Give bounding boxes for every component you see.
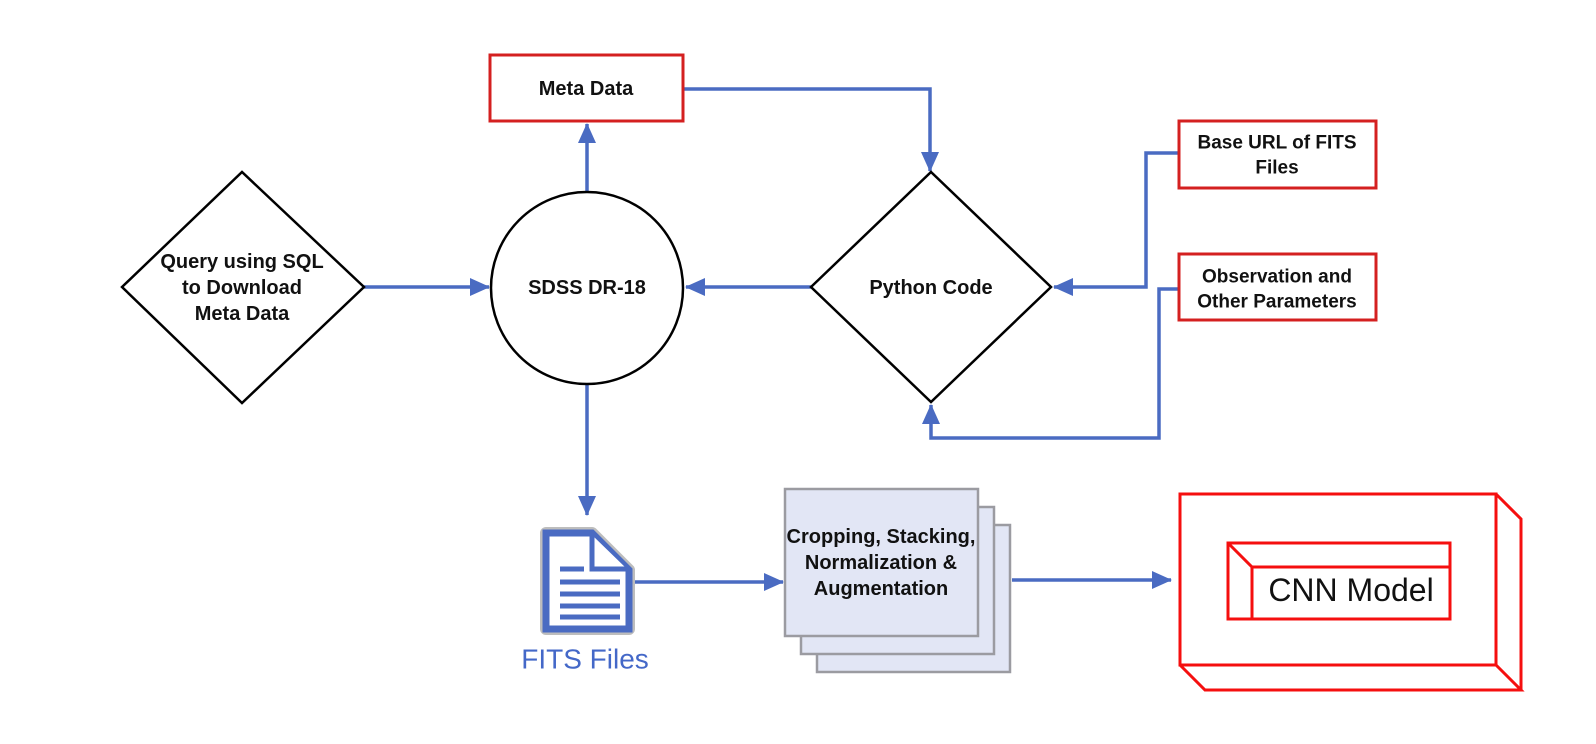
base-url-label-line1: Base URL of FITS <box>1197 133 1356 154</box>
query-sql-diamond: Query using SQL to Download Meta Data <box>120 170 366 405</box>
cnn-inner-slab-outline <box>1226 541 1452 621</box>
meta-data-label: Meta Data <box>539 78 634 100</box>
meta-data-box-shape <box>488 53 685 123</box>
cnn-model-label: CNN Model <box>1268 572 1433 608</box>
observation-label-line2: Other Parameters <box>1197 292 1356 313</box>
fits-document-fold-corner <box>589 535 627 572</box>
query-sql-label-line2: to Download <box>182 277 302 299</box>
python-code-diamond: Python Code <box>809 170 1053 404</box>
cnn-model-box: CNN Model <box>1178 492 1525 692</box>
meta-data-box: Meta Data <box>488 53 685 123</box>
fits-files-label: FITS Files <box>521 644 649 675</box>
base-url-box: Base URL of FITS Files <box>1177 119 1378 190</box>
arrow-metadata-to-python <box>683 87 939 172</box>
base-url-label-line2: Files <box>1255 158 1298 179</box>
python-code-label: Python Code <box>869 277 992 299</box>
arrow-baseurl-to-python <box>1053 151 1179 296</box>
processing-label-line1: Cropping, Stacking, <box>787 526 976 548</box>
base-url-box-shape <box>1177 119 1378 190</box>
query-sql-label-line1: Query using SQL <box>160 251 323 273</box>
python-code-diamond-shape <box>809 170 1053 404</box>
observation-box-shape <box>1177 252 1378 322</box>
query-sql-label-line3: Meta Data <box>195 303 290 325</box>
sdss-label: SDSS DR-18 <box>528 277 646 299</box>
query-sql-diamond-shape <box>120 170 366 405</box>
fits-files-node: FITS Files <box>521 527 649 675</box>
fits-document-text-lines <box>560 566 620 620</box>
observation-box: Observation and Other Parameters <box>1177 252 1378 322</box>
sdss-circle: SDSS DR-18 <box>489 190 685 386</box>
sdss-circle-shape <box>489 190 685 386</box>
processing-label-line3: Augmentation <box>814 578 948 600</box>
processing-stack: Cropping, Stacking, Normalization & Augm… <box>783 487 1012 674</box>
processing-stack-card-front <box>783 487 980 638</box>
processing-label-line2: Normalization & <box>805 552 957 574</box>
arrow-observation-to-python <box>922 287 1179 440</box>
observation-label-line1: Observation and <box>1202 267 1352 288</box>
cnn-inner-3d-edges <box>1226 541 1450 619</box>
cnn-outer-3d-edges <box>1178 492 1525 692</box>
